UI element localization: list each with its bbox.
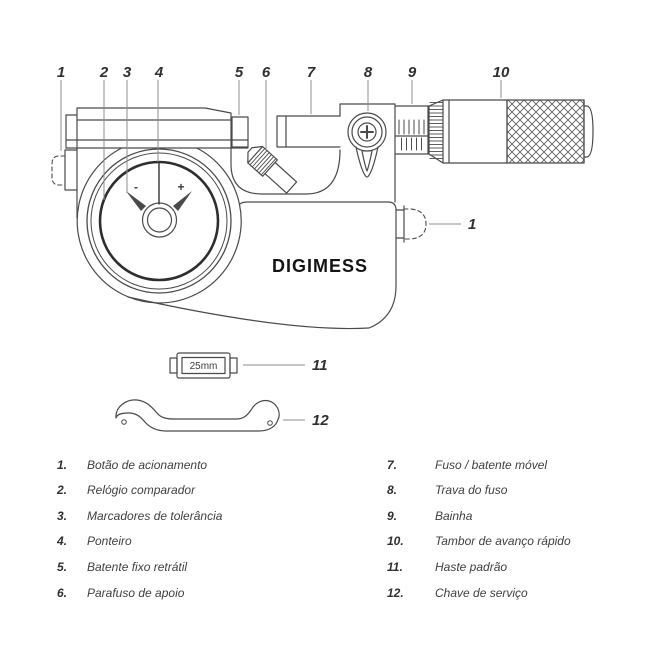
- thimble: [442, 99, 508, 164]
- callout-8: 8: [364, 64, 373, 81]
- phillips-screw-icon: [360, 125, 374, 139]
- spindle: [276, 115, 341, 148]
- support-screw: [247, 145, 298, 194]
- dial-ring: [98, 160, 220, 282]
- rod-size-label: 25mm: [190, 361, 218, 372]
- sleeve-tick-marks: [398, 119, 425, 151]
- service-wrench: [115, 399, 280, 432]
- sleeve: [394, 105, 429, 155]
- callout-4: 4: [154, 64, 164, 81]
- callout-6: 6: [262, 64, 271, 81]
- callout-leader-lines: [60, 80, 502, 421]
- callout-2: 2: [99, 64, 109, 81]
- callout-5: 5: [235, 64, 244, 81]
- standard-rod: [169, 352, 238, 379]
- dial-minus-sign: -: [134, 180, 138, 194]
- dial-indicator: [76, 147, 242, 304]
- anvil-holder-bar: [65, 107, 249, 149]
- callout-11: 11: [312, 357, 328, 374]
- actuation-button-left: [51, 149, 78, 191]
- frame-column: [339, 103, 396, 203]
- tolerance-marker-left: [126, 191, 146, 211]
- callout-12: 12: [312, 412, 329, 429]
- callout-numbers: 1 2 3 4 5 6 7 8 9 10 1 11 12: [57, 64, 510, 429]
- tolerance-marker-right: [173, 191, 192, 211]
- frame-body: [127, 201, 397, 330]
- callout-1-side: 1: [468, 216, 476, 233]
- fixed-anvil: [231, 116, 249, 148]
- thimble-serrated-edge: [428, 99, 444, 164]
- callout-3: 3: [123, 64, 132, 81]
- spindle-lock-lever: [347, 112, 387, 178]
- callout-9: 9: [408, 64, 417, 81]
- callout-7: 7: [307, 64, 316, 81]
- brand-logo: DIGIMESS: [272, 256, 368, 276]
- ratchet-drum: [506, 99, 594, 164]
- frame-throat: [230, 147, 341, 195]
- callout-10: 10: [493, 64, 510, 81]
- dial-plus-sign: +: [177, 180, 184, 194]
- callout-1: 1: [57, 64, 65, 81]
- actuation-button-right: [395, 205, 427, 243]
